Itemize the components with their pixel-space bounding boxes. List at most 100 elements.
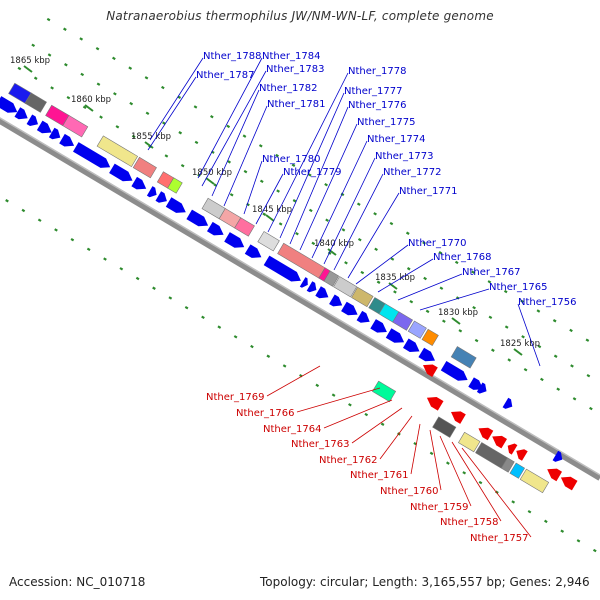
reverse-gene-leader [410, 423, 421, 475]
forward-gene-leader [147, 76, 197, 151]
forward-gene-label: Nther_1774 [367, 134, 425, 145]
cog-block-forward [257, 231, 280, 252]
forward-gene-leader [243, 160, 263, 215]
forward-gene-arrow [131, 176, 147, 190]
guide-dot [5, 199, 9, 203]
guide-dot [152, 286, 156, 290]
reverse-gene-arrow [507, 443, 518, 455]
forward-gene-arrow [315, 286, 329, 299]
guide-dot [357, 237, 362, 242]
guide-dot [243, 169, 248, 174]
guide-dot [70, 237, 75, 242]
guide-dot [376, 280, 381, 284]
forward-gene-label: Nther_1777 [344, 86, 402, 97]
forward-gene-arrow [263, 255, 301, 282]
reverse-gene-leader [323, 399, 393, 429]
cog-block-forward [167, 177, 183, 194]
cog-block-reverse [519, 468, 550, 494]
cog-block-forward [24, 92, 47, 113]
guide-dot [227, 160, 231, 164]
gene-layer [0, 96, 578, 491]
forward-gene-leader [149, 57, 204, 141]
scale-tick [265, 214, 275, 222]
forward-gene-leader [197, 57, 263, 179]
reverse-gene-arrow [547, 468, 562, 482]
genome-backbone-highlight [0, 117, 600, 476]
guide-dot [556, 387, 561, 391]
forward-gene-arrow [73, 142, 111, 168]
forward-gene-leader [201, 70, 267, 187]
guide-dot [344, 261, 348, 265]
reverse-gene-leader [379, 415, 413, 460]
reverse-gene-label: Nther_1763 [291, 439, 349, 450]
scale-tick [144, 141, 154, 149]
guide-dot [164, 154, 169, 158]
reverse-gene-label: Nther_1759 [410, 502, 468, 513]
reverse-gene-arrow [426, 397, 444, 411]
guide-dot [423, 276, 427, 281]
guide-dot [119, 267, 124, 271]
guide-dot [569, 328, 573, 333]
guide-dot [488, 315, 493, 320]
guide-dot [233, 335, 238, 339]
forward-gene-label: Nther_1772 [383, 167, 441, 178]
guide-dot [17, 66, 22, 71]
guide-dot [129, 101, 134, 106]
cog-block-reverse [500, 457, 515, 473]
forward-gene-leader [311, 140, 368, 259]
guide-dot [478, 480, 483, 485]
guide-dot [275, 153, 279, 158]
guide-dot [103, 257, 107, 261]
genome-summary: Topology: circular; Length: 3,165,557 bp… [260, 575, 590, 589]
reverse-gene-leader [451, 441, 502, 522]
guide-dot [544, 519, 548, 524]
guide-dot [442, 319, 446, 323]
guide-dot [31, 43, 36, 48]
guide-dot [131, 134, 136, 139]
guide-dot [99, 115, 103, 119]
guide-dot [511, 500, 516, 504]
forward-gene-arrow [48, 127, 61, 140]
reverse-gene-arrow [560, 476, 578, 491]
scale-label: 1860 kbp [71, 95, 111, 105]
map-title: Natranaerobius thermophilus JW/NM-WN-LF,… [106, 9, 494, 23]
genome-backbone [0, 117, 600, 481]
reverse-gene-arrow [516, 449, 528, 461]
forward-gene-arrow [329, 294, 343, 307]
forward-gene-arrow [306, 281, 317, 293]
guide-dot [258, 144, 263, 148]
forward-gene-label: Nther_1767 [462, 267, 520, 278]
forward-gene-arrow [356, 310, 370, 323]
guide-dot [340, 192, 345, 197]
guide-dot [523, 367, 528, 372]
guide-dot [229, 193, 234, 197]
forward-gene-label: Nther_1779 [283, 167, 341, 178]
forward-gene-label: Nther_1775 [357, 117, 415, 128]
forward-gene-label: Nther_1756 [518, 297, 576, 308]
guide-dot [308, 208, 313, 213]
guide-dot [145, 111, 150, 116]
guide-dot [79, 37, 84, 41]
guide-dot [64, 63, 68, 67]
guide-dot [429, 451, 434, 456]
forward-gene-label: Nther_1768 [433, 252, 491, 263]
forward-gene-arrow [165, 197, 186, 213]
cog-block-forward [351, 286, 374, 308]
scale-tick [327, 248, 337, 256]
guide-dot [553, 354, 558, 358]
accession-text: Accession: NC_010718 [9, 575, 146, 589]
cog-block-reverse [371, 380, 397, 403]
cog-block-reverse [457, 431, 481, 453]
forward-gene-arrow [186, 209, 209, 227]
forward-gene-arrow [14, 107, 28, 120]
guide-dot [282, 364, 287, 368]
guide-dot [374, 247, 378, 252]
forward-gene-label: Nther_1783 [266, 64, 324, 75]
cog-block-forward [421, 328, 439, 347]
reverse-gene-leader [429, 429, 442, 491]
forward-gene-label: Nther_1773 [375, 151, 433, 162]
forward-gene-leader [355, 244, 409, 285]
reverse-gene-arrow [451, 411, 466, 424]
guide-dot [46, 17, 51, 22]
cog-block-forward [333, 276, 358, 298]
